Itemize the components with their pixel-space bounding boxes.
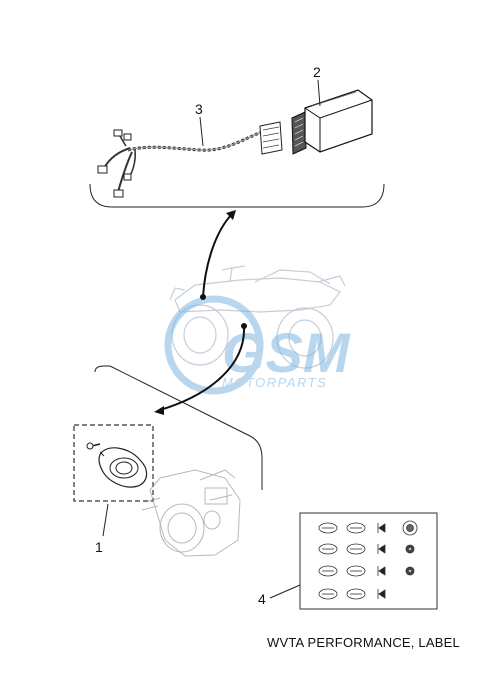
part-1-dashed-frame xyxy=(73,424,154,502)
arrow-to-bottom-group xyxy=(154,323,247,415)
diagram-caption: WVTA PERFORMANCE, LABEL xyxy=(267,635,460,650)
top-group-bracket xyxy=(89,183,385,208)
round-cap-center-1 xyxy=(407,546,413,552)
round-cap-center-0 xyxy=(406,524,414,532)
warning-symbol-3 xyxy=(377,589,386,599)
gasket-plate-part[interactable] xyxy=(86,442,148,488)
round-cap-center-2 xyxy=(407,568,413,574)
label-sheet-symbols xyxy=(318,520,418,600)
leader-line-4 xyxy=(269,584,301,599)
watermark-logo: GSM MOTORPARTS xyxy=(164,295,351,395)
arrow-to-top-group xyxy=(200,210,236,300)
ecu-unit-part[interactable] xyxy=(291,89,373,155)
leader-line-3 xyxy=(199,116,204,147)
bottom-group-bracket xyxy=(94,365,263,490)
leader-line-2 xyxy=(317,79,321,107)
warning-symbol-2 xyxy=(377,566,386,576)
throttle-body-assembly xyxy=(141,469,241,557)
callout-3: 3 xyxy=(195,101,203,117)
leader-line-1 xyxy=(102,503,109,537)
warning-symbol-1 xyxy=(377,544,386,554)
atv-vehicle-illustration xyxy=(169,265,346,369)
callout-2: 2 xyxy=(313,64,321,80)
callout-1: 1 xyxy=(95,539,103,555)
watermark-sub: MOTORPARTS xyxy=(222,375,327,390)
warning-symbol-0 xyxy=(377,523,386,533)
callout-4: 4 xyxy=(258,591,266,607)
wire-harness-part[interactable] xyxy=(97,121,283,198)
